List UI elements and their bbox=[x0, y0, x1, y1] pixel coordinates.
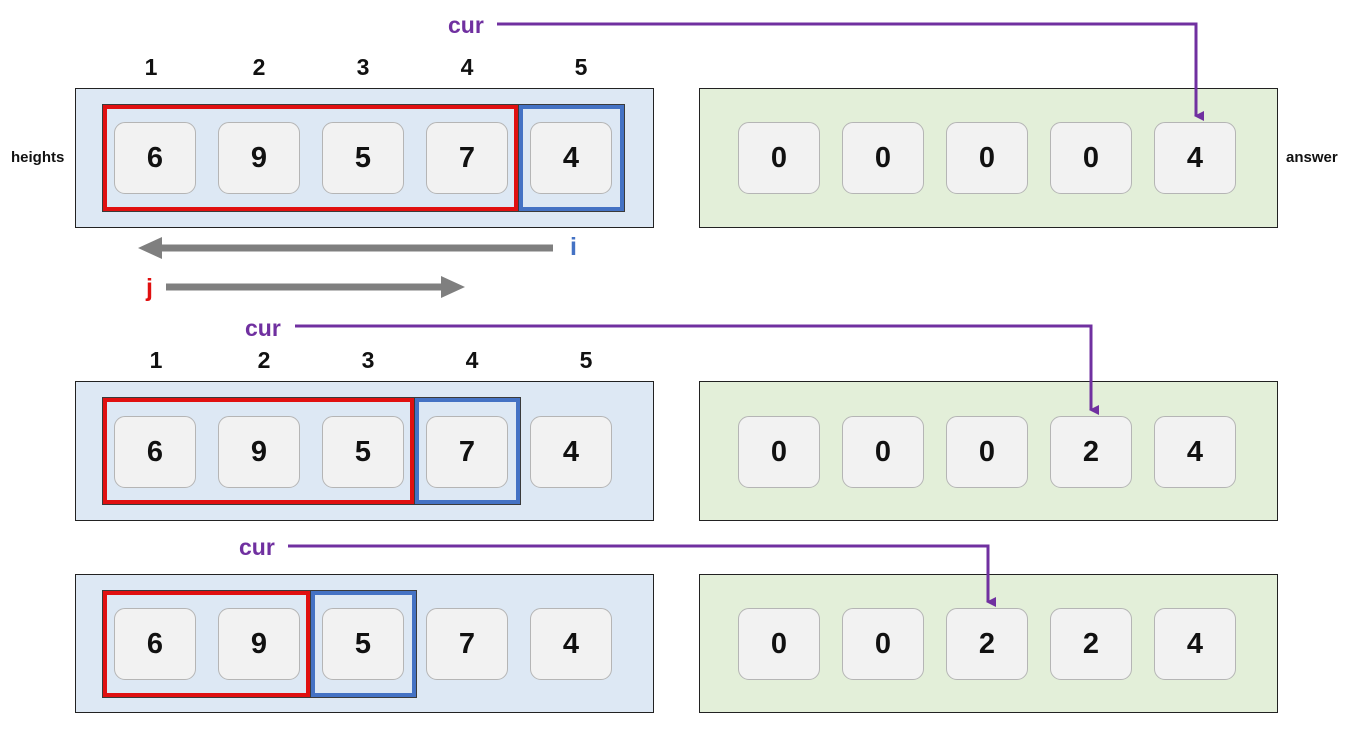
j-range-highlight-row-1 bbox=[103, 105, 518, 211]
i-highlight-row-1 bbox=[519, 105, 624, 211]
height-cell: 6 bbox=[114, 416, 196, 488]
height-cell: 5 bbox=[322, 608, 404, 680]
index-label-3: 3 bbox=[361, 347, 375, 373]
answer-cell: 0 bbox=[842, 608, 924, 680]
answer-label: answer bbox=[1286, 149, 1338, 166]
cur-label-row-2: cur bbox=[245, 315, 281, 341]
cur-arrow-row-1 bbox=[497, 22, 1204, 121]
answer-cell: 2 bbox=[946, 608, 1028, 680]
i-direction-arrow bbox=[138, 237, 553, 259]
height-cell: 7 bbox=[426, 416, 508, 488]
height-cell: 6 bbox=[114, 608, 196, 680]
j-range-highlight-row-3 bbox=[103, 591, 310, 697]
answer-cell: 0 bbox=[738, 416, 820, 488]
index-label-4: 4 bbox=[460, 54, 474, 80]
index-label-5: 5 bbox=[579, 347, 593, 373]
height-cell: 9 bbox=[218, 122, 300, 194]
index-label-4: 4 bbox=[465, 347, 479, 373]
i-highlight-row-3 bbox=[311, 591, 416, 697]
height-cell: 4 bbox=[530, 608, 612, 680]
height-cell: 7 bbox=[426, 608, 508, 680]
i-label: i bbox=[570, 233, 577, 261]
height-cell: 5 bbox=[322, 122, 404, 194]
index-label-5: 5 bbox=[574, 54, 588, 80]
heights-label: heights bbox=[11, 149, 65, 166]
height-cell: 9 bbox=[218, 416, 300, 488]
index-label-3: 3 bbox=[356, 54, 370, 80]
answer-cell: 2 bbox=[1050, 608, 1132, 680]
answer-cell: 0 bbox=[738, 122, 820, 194]
answer-cell: 0 bbox=[738, 608, 820, 680]
height-cell: 5 bbox=[322, 416, 404, 488]
index-label-1: 1 bbox=[144, 54, 158, 80]
i-highlight-row-2 bbox=[415, 398, 520, 504]
height-cell: 9 bbox=[218, 608, 300, 680]
answer-cell: 0 bbox=[1050, 122, 1132, 194]
j-label: j bbox=[146, 274, 153, 302]
height-cell: 4 bbox=[530, 122, 612, 194]
j-range-highlight-row-2 bbox=[103, 398, 414, 504]
answer-cell: 2 bbox=[1050, 416, 1132, 488]
index-label-2: 2 bbox=[257, 347, 271, 373]
cur-label-row-1: cur bbox=[448, 12, 484, 38]
cur-label-row-3: cur bbox=[239, 534, 275, 560]
answer-cell: 0 bbox=[946, 416, 1028, 488]
height-cell: 7 bbox=[426, 122, 508, 194]
answer-cell: 0 bbox=[842, 416, 924, 488]
cur-arrow-row-3 bbox=[288, 544, 996, 607]
cur-arrow-row-2 bbox=[295, 324, 1099, 415]
answer-cell: 0 bbox=[842, 122, 924, 194]
height-cell: 6 bbox=[114, 122, 196, 194]
j-direction-arrow bbox=[166, 276, 465, 298]
answer-cell: 0 bbox=[946, 122, 1028, 194]
index-label-1: 1 bbox=[149, 347, 163, 373]
answer-cell: 4 bbox=[1154, 608, 1236, 680]
answer-cell: 4 bbox=[1154, 122, 1236, 194]
height-cell: 4 bbox=[530, 416, 612, 488]
answer-cell: 4 bbox=[1154, 416, 1236, 488]
index-label-2: 2 bbox=[252, 54, 266, 80]
